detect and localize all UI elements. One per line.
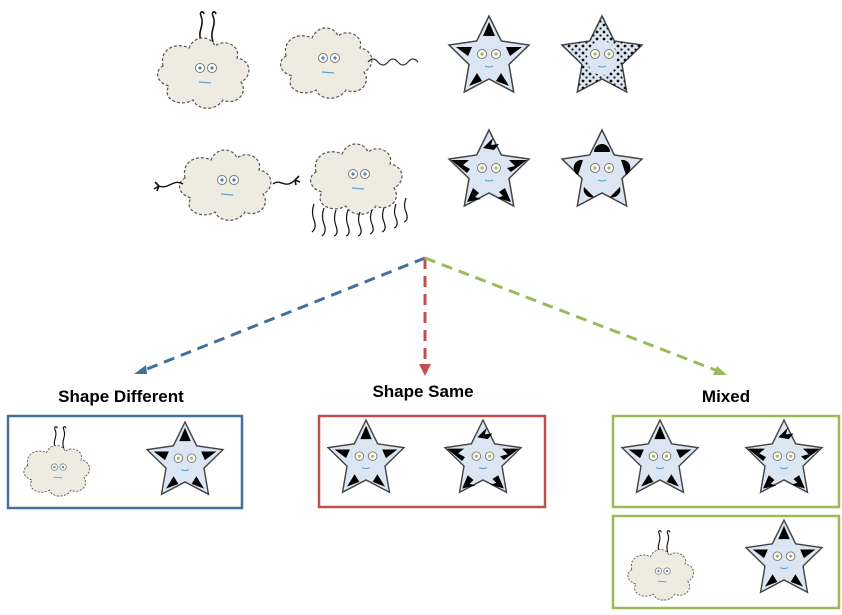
amoeba-arms bbox=[153, 149, 301, 221]
arrow-mixed bbox=[424, 256, 719, 373]
box-mixed-bottom bbox=[611, 514, 841, 610]
star-dotted-top bbox=[562, 16, 642, 92]
star-triangles-ss bbox=[328, 420, 404, 492]
arrowhead-mixed bbox=[713, 366, 727, 375]
label-mixed: Mixed bbox=[702, 387, 750, 406]
amoeba-legs bbox=[309, 143, 408, 237]
amoeba-antennae-mx2 bbox=[627, 530, 695, 601]
arrow-shape-different bbox=[141, 256, 426, 373]
box-shape-different bbox=[6, 414, 244, 510]
amoeba-antennae-top bbox=[156, 11, 250, 109]
arrowhead-shape-different bbox=[134, 365, 147, 374]
star-triangles-sd bbox=[147, 422, 223, 494]
star-jagged-mx1 bbox=[746, 420, 822, 492]
box-shape-same bbox=[317, 414, 547, 509]
star-triangles-mx2 bbox=[746, 520, 822, 592]
amoeba-tail-top bbox=[279, 27, 419, 99]
label-shape-different: Shape Different bbox=[58, 387, 184, 406]
star-jagged-top bbox=[449, 130, 529, 206]
box-mixed-top bbox=[611, 414, 841, 509]
amoeba-antennae-sd bbox=[23, 426, 91, 497]
split-arrows bbox=[134, 256, 727, 376]
star-triangles-mx1 bbox=[622, 420, 698, 492]
star-triangles-top bbox=[449, 16, 529, 92]
arrowhead-shape-same bbox=[419, 364, 431, 376]
star-circles-top bbox=[562, 130, 642, 206]
star-jagged-ss bbox=[445, 420, 521, 492]
label-shape-same: Shape Same bbox=[372, 382, 473, 401]
